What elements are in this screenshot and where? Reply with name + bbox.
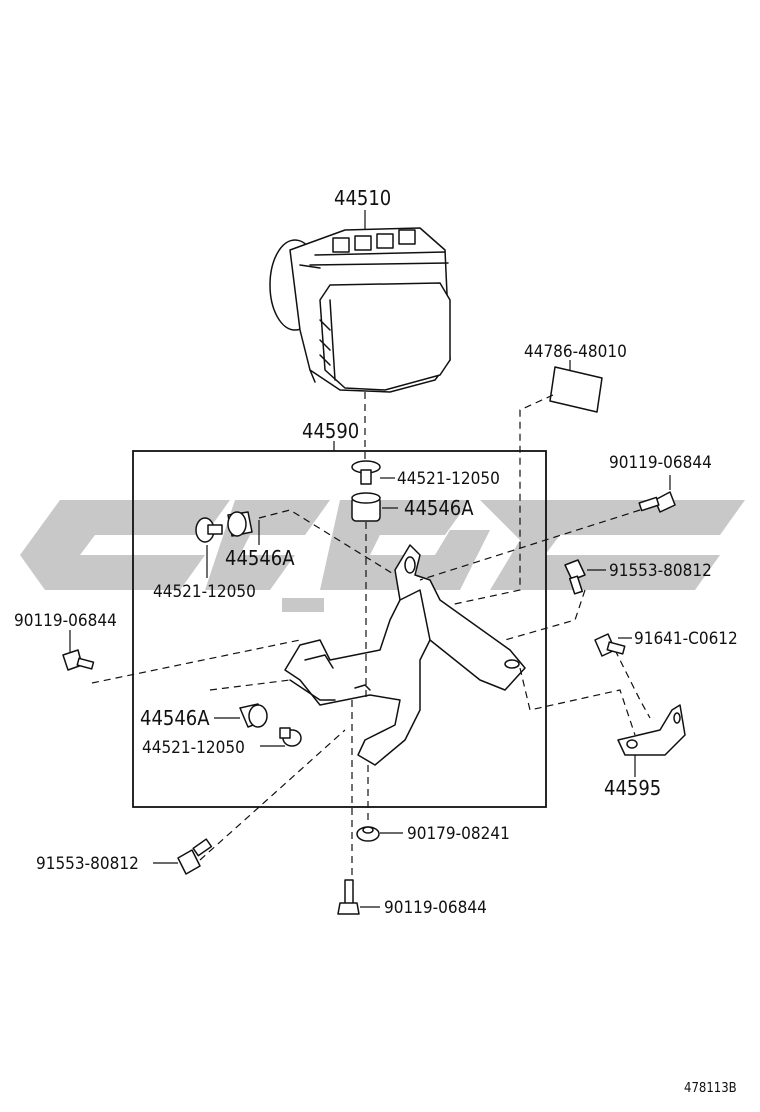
assembly-frame [132, 450, 547, 808]
guide-91641 [614, 649, 651, 719]
label-90179-08241: 90179-08241 [407, 824, 510, 844]
guide-plate [449, 394, 554, 606]
guide-right-bolt [419, 509, 641, 581]
label-44521-bottom: 44521-12050 [142, 738, 245, 758]
label-44595: 44595 [604, 776, 661, 800]
guide-lower-bushing [209, 679, 291, 691]
label-90119-bottom: 90119-06844 [384, 898, 487, 918]
left-grommet-bolt-icon [195, 517, 223, 543]
label-44590: 44590 [302, 419, 359, 443]
left-bolt-icon [62, 649, 95, 671]
bottom-bolt-icon [337, 879, 360, 915]
top-grommet-bolt-icon [351, 460, 381, 485]
right-bolt-icon [638, 491, 676, 513]
label-plate-icon [549, 366, 603, 413]
small-bracket-icon [617, 704, 686, 756]
left-flange-bolt-icon [177, 838, 213, 875]
label-44786-48010: 44786-48010 [524, 342, 627, 362]
top-bushing-icon [351, 492, 381, 522]
label-90119-right: 90119-06844 [609, 453, 712, 473]
label-44521-top: 44521-12050 [397, 469, 500, 489]
guide-left-bolt [91, 639, 301, 684]
guide-44595 [519, 667, 636, 736]
guide-lower-left [199, 729, 346, 861]
diagram-id: 478113B [684, 1081, 737, 1096]
label-91641-C0612: 91641-C0612 [634, 629, 738, 649]
label-44546A-bottom: 44546A [140, 706, 210, 730]
label-44510: 44510 [334, 186, 391, 210]
watermark-logo [20, 500, 745, 612]
stud-bolt-icon [594, 633, 626, 657]
left-bushing-icon [227, 511, 253, 537]
guide-91553-right [504, 589, 586, 641]
guide-left-bushing [258, 509, 396, 576]
label-44546A-right: 44546A [404, 496, 474, 520]
lower-grommet-bolt-icon [279, 727, 302, 747]
label-44546A-left: 44546A [225, 546, 295, 570]
lower-bushing-icon [239, 703, 268, 728]
bracket-icon [284, 544, 526, 766]
label-91553-right: 91553-80812 [609, 561, 712, 581]
abs-actuator-icon [269, 227, 451, 393]
label-44521-left: 44521-12050 [153, 582, 256, 602]
right-flange-bolt-icon [564, 559, 586, 595]
flange-nut-icon [356, 826, 380, 842]
label-90119-left: 90119-06844 [14, 611, 117, 631]
label-91553-left: 91553-80812 [36, 854, 139, 874]
